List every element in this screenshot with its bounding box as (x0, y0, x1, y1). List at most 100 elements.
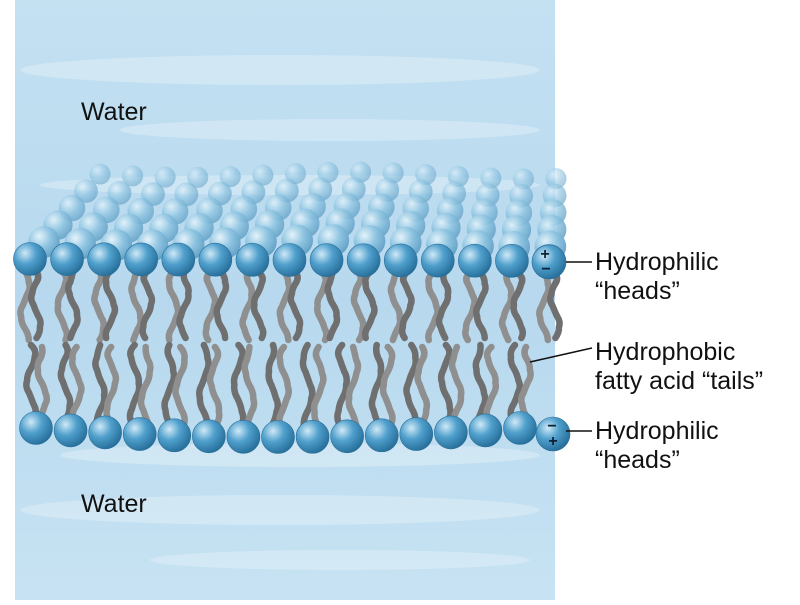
back-head (252, 164, 274, 186)
label-line: Hydrophilic (595, 248, 719, 276)
fatty-acid-tail (126, 341, 143, 426)
water-haze (20, 55, 540, 570)
hydrophilic-head (161, 242, 196, 277)
fatty-acid-tail (176, 268, 192, 342)
hydrophilic-head (346, 243, 381, 278)
hydrophilic-head (226, 420, 261, 454)
fatty-acid-tail (213, 268, 230, 342)
fatty-acid-tail (299, 341, 316, 429)
water-haze-streak (120, 119, 540, 141)
label-line: Hydrophobic (595, 338, 736, 366)
top-hydrophilic-heads (13, 242, 566, 278)
fatty-acid-tail (379, 343, 396, 427)
fatty-acid-tail (398, 269, 415, 342)
hydrophilic-head (157, 418, 192, 453)
fatty-acid-tail (128, 268, 144, 344)
fatty-acid-tail (139, 268, 156, 342)
hydrophilic-head (53, 413, 88, 448)
hydrophilic-head (434, 415, 468, 450)
fatty-acid-tail (498, 269, 515, 344)
fatty-acid-tail (547, 269, 563, 342)
fatty-acid-tail (206, 343, 223, 428)
hydrophilic-heads-label-top: Hydrophilic “heads” (595, 248, 719, 306)
fatty-acid-tail (425, 269, 441, 344)
fatty-acid-tail (310, 343, 327, 429)
fatty-acid-tail (68, 343, 85, 422)
charge-sign: − (547, 418, 556, 435)
water-haze-streak (20, 55, 540, 85)
leader-lines (529, 261, 593, 432)
hydrophilic-head (309, 243, 344, 277)
hydrophilic-heads-label-bottom: Hydrophilic “heads” (595, 417, 719, 475)
water-label-bottom: Water (81, 490, 147, 518)
fatty-acid-tail (334, 341, 350, 428)
label-line: Hydrophilic (595, 417, 719, 445)
back-head (187, 166, 209, 188)
back-head (154, 166, 176, 188)
fatty-acid-tails (17, 267, 563, 429)
fatty-acid-tail (265, 341, 282, 429)
fatty-acid-tail (435, 269, 452, 342)
fatty-acid-tail (23, 341, 39, 420)
hydrophilic-head (19, 411, 53, 445)
hydrophilic-head (88, 415, 122, 450)
hydrophilic-head (364, 418, 399, 453)
fatty-acid-tail (472, 269, 489, 342)
hydrophilic-head (192, 419, 226, 454)
label-line: fatty acid “tails” (595, 367, 764, 395)
fatty-acid-tail (448, 343, 465, 424)
fatty-acid-tail (239, 268, 256, 344)
fatty-acid-tail (518, 343, 534, 420)
hydrophilic-head (87, 242, 121, 277)
hydrophilic-head (295, 420, 330, 454)
water-label-top: Water (81, 98, 147, 126)
back-head (284, 162, 306, 185)
hydrophilic-head (383, 243, 418, 278)
fatty-acid-tail (137, 343, 154, 426)
fatty-acid-tail (403, 341, 419, 426)
hydrophilic-head (235, 243, 270, 277)
hydrophilic-head (124, 242, 159, 277)
back-head (89, 163, 111, 185)
hydrophilic-head (13, 242, 47, 276)
charge-sign: − (541, 261, 550, 278)
back-head (219, 166, 241, 188)
hydrophilic-head (198, 242, 233, 277)
fatty-acid-tail (387, 269, 404, 344)
fatty-acid-tail (361, 269, 378, 342)
fatty-acid-tail (350, 269, 367, 344)
fatty-acid-tail (287, 268, 304, 342)
fatty-acid-tail (241, 343, 258, 429)
hydrophilic-head (399, 417, 434, 451)
fatty-acid-tail (34, 343, 51, 420)
fatty-acid-tail (472, 341, 489, 422)
fatty-acid-tail (276, 343, 292, 429)
fatty-acid-tail (91, 268, 107, 344)
head-charges: +−−+ (531, 244, 571, 452)
charge-sign: + (548, 433, 557, 450)
fatty-acid-tail (92, 341, 108, 424)
fatty-acid-tail (368, 341, 385, 427)
hydrophilic-head (272, 243, 307, 277)
fatty-acid-tail (230, 341, 247, 429)
fatty-acid-tail (276, 268, 293, 344)
fatty-acid-tail (103, 343, 120, 424)
charged-head (535, 416, 571, 452)
water-haze-streak (20, 495, 540, 525)
back-head (317, 161, 339, 183)
fatty-acid-tail (414, 343, 431, 426)
fatty-acid-tail (165, 268, 182, 344)
fatty-acid-tail (57, 341, 74, 422)
charge-sign: + (540, 246, 549, 263)
back-head (480, 167, 502, 189)
fatty-acid-tail (202, 268, 219, 344)
back-head (122, 165, 144, 187)
fatty-acid-tail (345, 343, 362, 428)
hydrophilic-head (261, 420, 295, 454)
leader-line-tails (529, 347, 593, 363)
water-haze-streak (150, 550, 530, 570)
hydrophilic-head (420, 243, 455, 278)
fatty-acid-tail (172, 343, 188, 427)
